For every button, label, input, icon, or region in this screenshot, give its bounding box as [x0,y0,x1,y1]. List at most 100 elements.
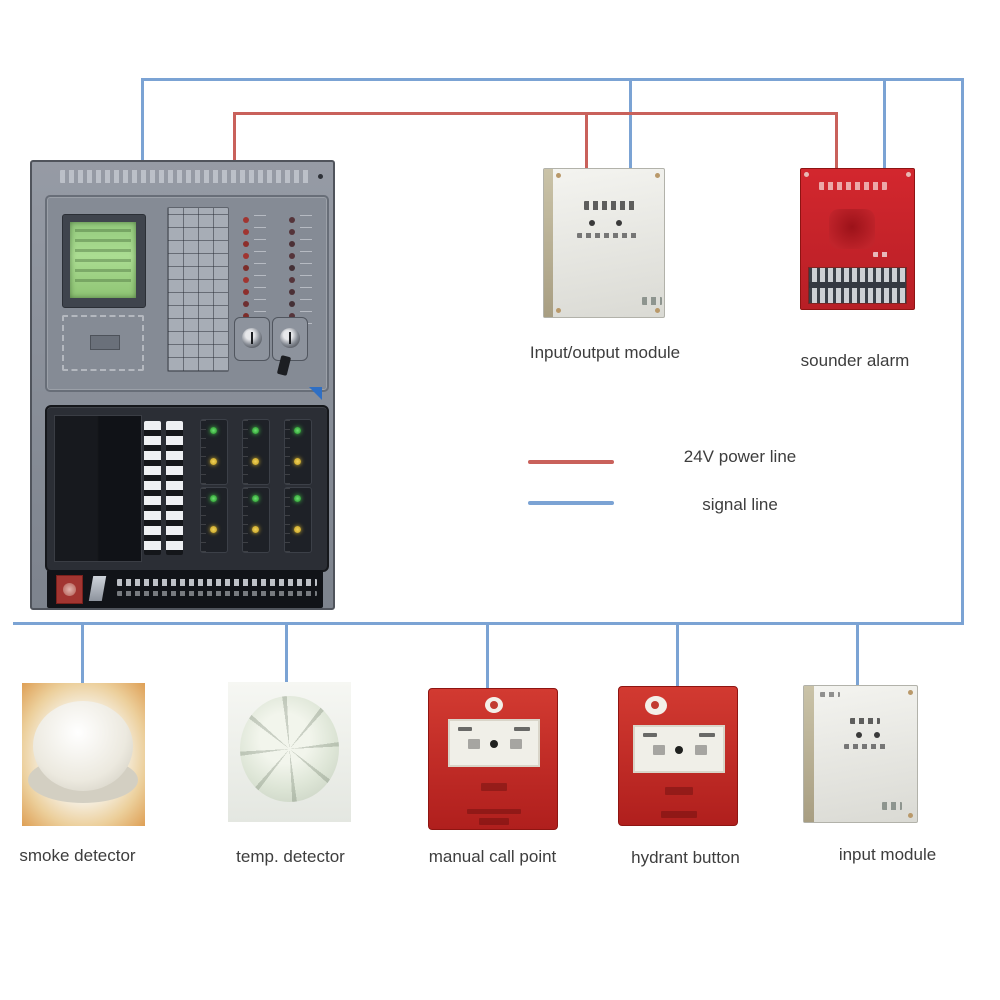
yellow-led [210,526,217,533]
legend-power-line-label: 24V power line [683,447,797,466]
signal-line-smoke-drop [81,622,84,690]
cursor-marker [309,387,322,400]
screw [908,690,913,695]
device-marking [665,787,693,795]
green-led [252,427,259,434]
device-marking [481,783,507,791]
power-line-io-drop [585,112,588,171]
press-point [675,746,683,754]
signal-line-input-module-drop [856,622,859,687]
screw [655,173,660,178]
green-led [210,495,217,502]
manufacturer-text-line1 [117,579,317,586]
signal-line-panel-riser [141,78,144,163]
input-module-label: input module [838,845,937,864]
legend-power-line-swatch [528,460,614,464]
hydrant-button[interactable] [618,686,738,826]
glass-text [653,745,665,755]
sounder-alarm [800,168,915,310]
terminal-text [577,233,639,238]
key-switch-2[interactable] [272,317,308,361]
yellow-led [294,526,301,533]
device-marking [661,811,697,818]
sounder-alarm-label: sounder alarm [800,351,910,370]
detector-dome [33,701,133,791]
glass-text [458,727,472,731]
printer-door[interactable] [62,315,144,371]
glass-text [699,733,715,737]
emblem-mark [651,701,659,709]
zone-module [242,487,270,553]
smoke-detector-label: smoke detector [19,846,136,865]
signal-line-io-drop [629,78,632,171]
power-line-sounder-drop [835,112,838,171]
keypad[interactable] [167,207,229,372]
module-name-text [850,718,880,724]
signal-line-right-vertical [961,78,964,625]
key-slot [251,332,253,344]
model-tag [882,802,902,810]
green-led [294,495,301,502]
module-edge [804,686,814,822]
glass-text [514,727,530,731]
panel-screw [318,174,323,179]
signal-line-sounder-drop [883,78,886,171]
smoke-detector-photo [22,683,145,826]
break-glass[interactable] [633,725,725,773]
lcd-screen [70,222,136,298]
detector-ribs [240,696,339,802]
yellow-led [252,526,259,533]
panel-upper-section [45,195,329,392]
grille-band [809,282,906,288]
zone-module [200,419,228,485]
green-led [210,427,217,434]
brand-emblem [88,576,107,601]
dark-led-dots [289,217,295,223]
key-switch-1[interactable] [234,317,270,361]
rocker-switch-column-1[interactable] [144,421,161,555]
panel-lower-section [45,405,329,572]
power-line-panel-riser [233,112,236,163]
indicator-led [874,732,880,738]
red-led-dots [243,217,249,223]
screw [556,173,561,178]
model-tag [642,297,662,305]
glass-text [695,745,707,755]
screw [908,813,913,818]
green-led [294,427,301,434]
signal-line-top-horizontal [141,78,964,81]
yellow-led [252,458,259,465]
approval-emblem [645,696,667,715]
fire-alarm-control-panel [30,160,335,610]
lcd-text-rows [75,229,131,289]
terminal-text [844,744,888,749]
module-edge [544,169,553,317]
signal-line-hydrant-drop [676,622,679,688]
emblem-mark [490,701,498,709]
zone-module [284,419,312,485]
panel-nameplate [47,570,323,608]
yellow-led [210,458,217,465]
input-module [803,685,918,823]
signal-line-mcp-drop [486,622,489,690]
module-name-text [584,201,636,210]
temp-detector-photo [228,682,351,822]
screw [804,172,809,177]
strobe-lens [829,209,875,249]
lcd-display-frame [62,214,146,308]
temp-detector-label: temp. detector [236,847,345,866]
detector-dome [240,696,339,802]
panel-model-title-text [60,170,310,183]
glass-text [510,739,522,749]
break-glass[interactable] [448,719,540,767]
indicator-led [589,220,595,226]
manual-call-point[interactable] [428,688,558,830]
green-led [252,495,259,502]
led-indicator-column-1 [236,209,270,337]
rocker-switch-column-2[interactable] [166,421,183,555]
panel-doors[interactable] [54,415,142,562]
indicator-led [856,732,862,738]
logo-mark [63,583,76,596]
led-tick-labels [300,215,312,327]
